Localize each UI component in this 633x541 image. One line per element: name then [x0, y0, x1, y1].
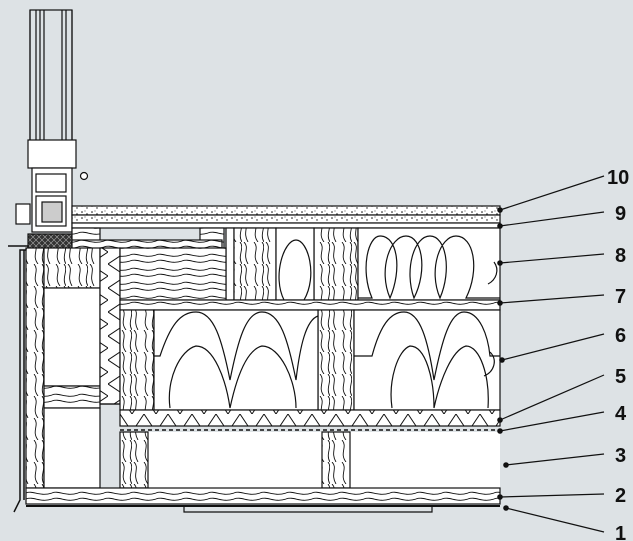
layer-9a-rect [71, 214, 501, 224]
label-5: 5 [615, 366, 626, 388]
label-4: 4 [615, 403, 627, 425]
label-9: 9 [615, 203, 626, 225]
left-flashing [8, 245, 29, 513]
label-7: 7 [615, 286, 626, 308]
label-2: 2 [615, 485, 626, 507]
label-10: 10 [607, 167, 629, 189]
layer-9-rect [71, 222, 501, 229]
layer-10-rect [71, 205, 501, 216]
layer-2-board [25, 487, 501, 505]
air-space-battens [119, 431, 500, 489]
leader-lines [497, 175, 605, 533]
label-8: 8 [615, 245, 626, 267]
layer-5-board [119, 409, 501, 427]
door-frame-profile [15, 9, 89, 251]
floor-finish-layers [71, 205, 501, 229]
label-3: 3 [615, 445, 626, 467]
layer-7-board [119, 299, 501, 311]
label-6: 6 [615, 325, 626, 347]
label-1: 1 [615, 523, 626, 541]
main-joist-zone [119, 309, 501, 411]
upper-insulation [275, 227, 501, 301]
